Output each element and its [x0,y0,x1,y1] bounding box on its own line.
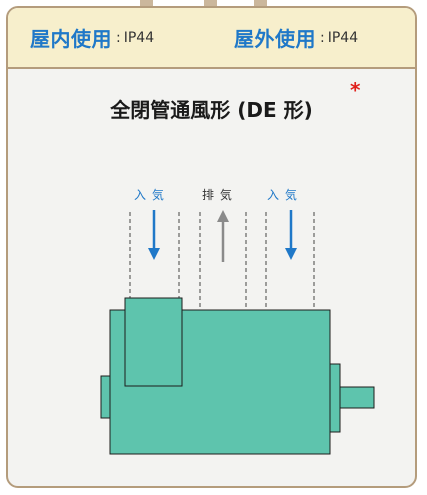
rear-end-cap [100,375,111,419]
outdoor-label: 屋外使用 [234,27,316,51]
duct-guide-lines [129,212,315,310]
motor-diagram [100,210,375,455]
outdoor-separator: : [320,29,325,46]
diagram-title: 全閉管通風形 (DE 形) [110,98,313,122]
exhaust-label: 排 気 [202,188,233,202]
spec-panel: 屋内使用 : IP44 屋外使用 : IP44 全閉管通風形 (DE 形) * … [6,6,417,488]
indoor-separator: : [116,29,121,46]
front-flange [329,363,341,433]
intake-arrow-right [285,210,297,260]
intake-label-right: 入 気 [267,188,298,202]
indoor-label: 屋内使用 [30,27,112,51]
indoor-value: IP44 [123,29,155,46]
motor-body-group [100,297,375,455]
protection-header: 屋内使用 : IP44 屋外使用 : IP44 [8,8,415,69]
intake-arrow-left [148,210,160,260]
intake-label-left: 入 気 [134,188,165,202]
outdoor-value: IP44 [327,29,359,46]
exhaust-arrow [217,210,229,262]
footnote-asterisk: * [350,78,361,102]
output-shaft [339,386,375,409]
indoor-rating: 屋内使用 : IP44 [30,8,154,67]
outdoor-rating: 屋外使用 : IP44 [234,8,358,67]
terminal-box [124,297,183,387]
